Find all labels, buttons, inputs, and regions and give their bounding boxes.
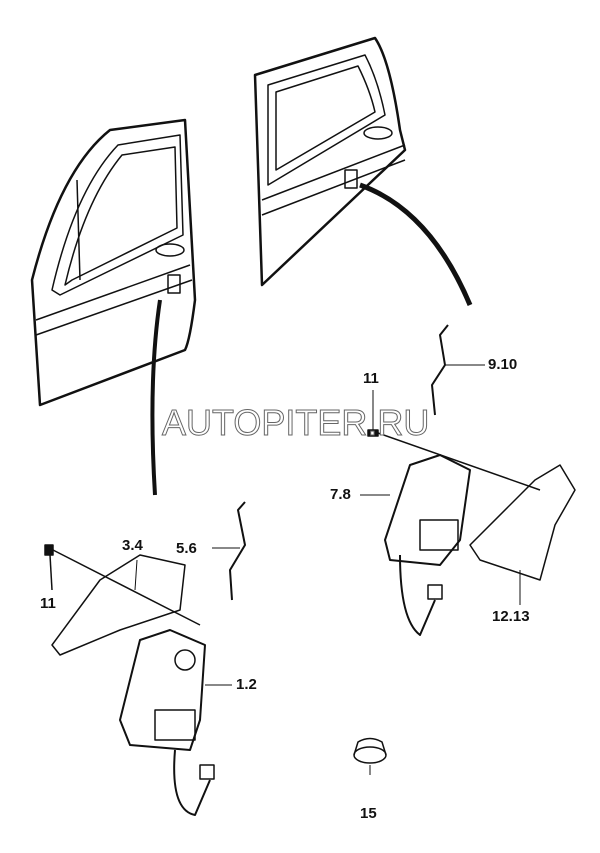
front-bolt — [44, 544, 201, 626]
rear-cable — [359, 182, 473, 306]
callout-rear-rod: 9.10 — [488, 356, 518, 373]
front-bracket — [51, 554, 186, 656]
front-lock — [119, 629, 232, 816]
callout-rear-bolt: 11 — [363, 370, 379, 387]
callout-rear-bracket: 12.13 — [492, 608, 530, 625]
rear-bracket — [469, 464, 576, 581]
rear-bolt — [367, 390, 541, 491]
front-cable — [150, 299, 162, 496]
callout-front-rod: 5.6 — [176, 540, 197, 557]
callout-plug: 15 — [360, 805, 377, 822]
front-door — [30, 118, 197, 407]
rear-door — [253, 36, 407, 287]
plug — [353, 737, 387, 775]
callout-rear-lock: 7.8 — [330, 486, 351, 503]
rear-lock — [360, 454, 471, 636]
callout-front-lock: 1.2 — [236, 676, 257, 693]
rear-rod — [431, 324, 449, 416]
callout-front-bolt: 11 — [40, 595, 56, 612]
watermark: AUTOPITER.RU — [161, 402, 430, 444]
front-rod — [229, 501, 246, 601]
callout-front-bracket: 3.4 — [122, 537, 143, 554]
